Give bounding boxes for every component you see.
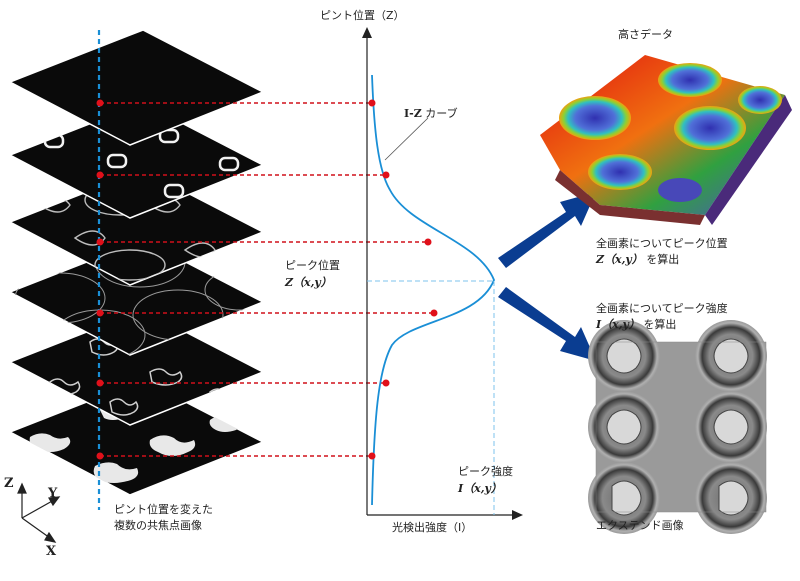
all-pixels-position-func: Z（x,y） xyxy=(596,253,643,266)
axis-label-y: Y xyxy=(48,486,58,501)
arrow-to-extended xyxy=(498,287,596,361)
extended-image-title: エクステンド画像 xyxy=(596,519,684,532)
height-data-image xyxy=(540,55,792,225)
all-pixels-intensity-line1: 全画素についてピーク強度 xyxy=(596,302,728,315)
curve-markers xyxy=(368,99,438,460)
iz-curve-leader xyxy=(384,117,429,161)
i-axis-arrow xyxy=(512,510,523,520)
z-axis-title: ピント位置（Z） xyxy=(320,9,405,22)
all-pixels-position-suffix: を算出 xyxy=(646,253,680,266)
correspondence-lines xyxy=(100,102,434,457)
peak-position-func: Z（x,y） xyxy=(285,276,332,289)
iz-curve-label: I-Z カーブ xyxy=(404,106,458,121)
arrow-to-height xyxy=(498,192,596,268)
stack-markers xyxy=(96,99,104,460)
all-pixels-position-line1: 全画素についてピーク位置 xyxy=(596,237,728,250)
stack-caption-line2: 複数の共焦点画像 xyxy=(114,519,202,532)
iz-curve xyxy=(371,74,495,506)
iz-curve-prefix: I-Z xyxy=(404,107,422,120)
all-pixels-intensity-suffix: を算出 xyxy=(643,318,677,331)
all-pixels-intensity-line2: I（x,y） を算出 xyxy=(596,317,676,332)
stack-caption-line1: ピント位置を変えた xyxy=(114,503,213,516)
output-arrows xyxy=(498,192,596,361)
peak-position-label: ピーク位置 xyxy=(285,259,340,272)
peak-intensity-label: ピーク強度 xyxy=(458,465,513,478)
all-pixels-intensity-func: I（x,y） xyxy=(596,318,640,331)
axis-label-x: X xyxy=(46,544,57,559)
plane-1 xyxy=(8,29,265,146)
iz-curve-suffix: カーブ xyxy=(425,107,458,120)
axis-label-z: Z xyxy=(4,476,14,491)
extended-image xyxy=(588,320,767,534)
iz-graph xyxy=(362,27,523,520)
all-pixels-position-line2: Z（x,y） を算出 xyxy=(596,252,679,267)
xyz-axes-icon xyxy=(17,482,61,543)
intensity-axis-title: 光検出強度（I） xyxy=(392,521,473,534)
height-data-title: 高さデータ xyxy=(618,28,673,41)
z-axis-arrow xyxy=(362,27,372,38)
peak-intensity-func: I（x,y） xyxy=(458,482,502,495)
